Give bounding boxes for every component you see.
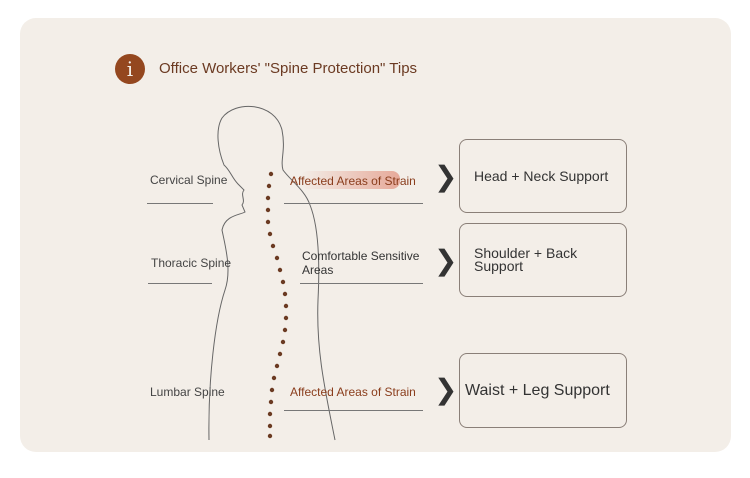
spine-dots [265, 171, 289, 439]
divider [284, 203, 423, 204]
head-neck-support-box: Head + Neck Support [459, 139, 627, 213]
shoulder-back-support-box: Shoulder + Back Support [459, 223, 627, 297]
waist-leg-support-box: Waist + Leg Support [459, 353, 627, 428]
info-icon: i [115, 54, 145, 84]
strain-highlight [300, 171, 400, 189]
cervical-spine-label: Cervical Spine [150, 173, 228, 187]
strain-area-label: Affected Areas of Strain [290, 385, 416, 399]
divider [148, 283, 212, 284]
chevron-right-icon: ❯ [434, 373, 458, 406]
chevron-right-icon: ❯ [434, 160, 458, 193]
sensitive-area-label: Comfortable Sensitive Areas [302, 249, 420, 277]
support-label: Shoulder + Back Support [474, 245, 578, 274]
divider [147, 203, 213, 204]
divider [284, 410, 423, 411]
strain-area-label: Affected Areas of Strain [290, 174, 416, 188]
support-label: Waist + Leg Support [465, 381, 610, 399]
page-title: Office Workers' "Spine Protection" Tips [159, 60, 418, 77]
divider [300, 283, 423, 284]
thoracic-spine-label: Thoracic Spine [151, 256, 232, 270]
lumbar-spine-label: Lumbar Spine [150, 385, 225, 399]
chevron-right-icon: ❯ [434, 244, 458, 277]
support-label: Head + Neck Support [474, 168, 609, 184]
